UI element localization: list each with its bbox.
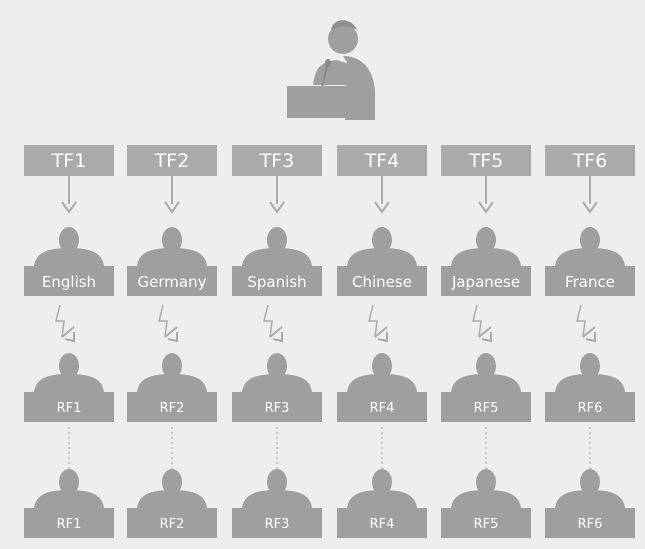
receiver-listener-icon	[545, 469, 635, 538]
receiver-listener-icon	[441, 469, 531, 538]
dotted-connector	[68, 427, 70, 471]
booth-column-1: TF1 English RF1 RF1	[24, 0, 114, 549]
dotted-connector	[171, 427, 173, 471]
dotted-connector	[381, 427, 383, 471]
arrow-down-icon	[374, 176, 390, 214]
receiver-listener-icon	[24, 469, 114, 538]
receiver-listener-icon	[337, 469, 427, 538]
radio-transmission-icon	[263, 304, 283, 343]
speaker-at-podium-icon	[287, 20, 375, 120]
radio-transmission-icon	[158, 304, 178, 343]
receiver-listener-icon	[545, 353, 635, 422]
tf-label: TF6	[545, 145, 635, 176]
interpreter-in-booth-icon	[441, 227, 531, 296]
booth-column-6: TF6 France RF6 RF6	[545, 0, 635, 549]
receiver-listener-icon	[127, 469, 217, 538]
receiver-listener-icon	[127, 353, 217, 422]
receiver-listener-icon	[232, 353, 322, 422]
arrow-down-icon	[269, 176, 285, 214]
dotted-connector	[589, 427, 591, 471]
radio-transmission-icon	[576, 304, 596, 343]
booth-column-2: TF2 Germany RF2 RF2	[127, 0, 217, 549]
interpreter-in-booth-icon	[232, 227, 322, 296]
arrow-down-icon	[582, 176, 598, 214]
receiver-listener-icon	[232, 469, 322, 538]
receiver-listener-icon	[24, 353, 114, 422]
booth-column-5: TF5 Japanese RF5 RF5	[441, 0, 531, 549]
tf-label: TF4	[337, 145, 427, 176]
interpreter-in-booth-icon	[24, 227, 114, 296]
arrow-down-icon	[164, 176, 180, 214]
dotted-connector	[276, 427, 278, 471]
arrow-down-icon	[61, 176, 77, 214]
receiver-listener-icon	[441, 353, 531, 422]
arrow-down-icon	[478, 176, 494, 214]
radio-transmission-icon	[368, 304, 388, 343]
receiver-listener-icon	[337, 353, 427, 422]
interpreter-in-booth-icon	[337, 227, 427, 296]
dotted-connector	[485, 427, 487, 471]
tf-label: TF5	[441, 145, 531, 176]
tf-label: TF1	[24, 145, 114, 176]
tf-label: TF3	[232, 145, 322, 176]
interpreter-in-booth-icon	[545, 227, 635, 296]
interpreter-in-booth-icon	[127, 227, 217, 296]
booth-column-3: TF3 Spanish RF3 RF3	[232, 0, 322, 549]
radio-transmission-icon	[55, 304, 75, 343]
booth-column-4: TF4 Chinese RF4 RF4	[337, 0, 427, 549]
tf-label: TF2	[127, 145, 217, 176]
radio-transmission-icon	[472, 304, 492, 343]
